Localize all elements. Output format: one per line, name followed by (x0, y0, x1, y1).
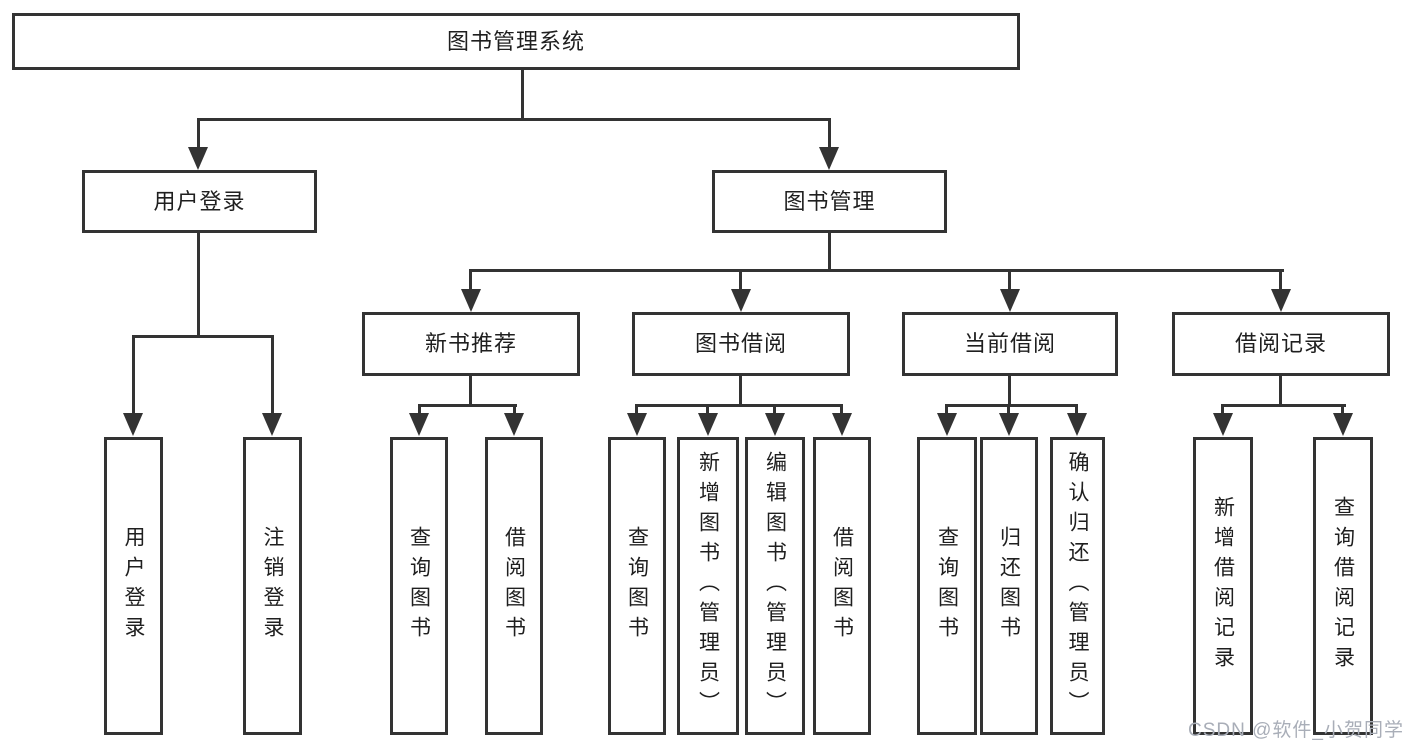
connector-arrow (698, 413, 718, 436)
connector-line (271, 335, 274, 416)
connector-arrow (937, 413, 957, 436)
leaf-add-books-admin: 新增图书（管理员） (677, 437, 739, 735)
connector-arrow (1067, 413, 1087, 436)
node-label: 用户登录 (153, 188, 246, 214)
connector-line (132, 335, 135, 416)
connector-line (513, 404, 516, 417)
connector-line (197, 118, 200, 150)
watermark: CSDN @软件_小贺同学 (1188, 720, 1404, 741)
connector-arrow (819, 147, 839, 170)
connector-line (773, 404, 776, 417)
connector-arrow (627, 413, 647, 436)
node-library-management-system: 图书管理系统 (12, 13, 1020, 70)
connector-arrow (504, 413, 524, 436)
connector-line (1008, 269, 1011, 294)
node-current-borrowing: 当前借阅 (902, 312, 1118, 376)
connector-line (197, 233, 200, 336)
connector-line (1341, 404, 1344, 417)
leaf-label: 查询图书 (625, 526, 649, 646)
connector-line (945, 404, 1078, 407)
connector-arrow (409, 413, 429, 436)
connector-line (840, 404, 843, 417)
connector-arrow (262, 413, 282, 436)
connector-line (1008, 376, 1011, 406)
connector-line (1221, 404, 1346, 407)
leaf-label: 注销登录 (261, 526, 284, 646)
leaf-label: 归还图书 (997, 526, 1021, 646)
leaf-borrow-books: 借阅图书 (813, 437, 871, 735)
node-borrowing-records: 借阅记录 (1172, 312, 1390, 376)
connector-line (635, 404, 638, 417)
leaf-label: 新增借阅记录 (1211, 496, 1235, 676)
leaf-label: 借阅图书 (502, 526, 526, 646)
leaf-borrow-books: 借阅图书 (485, 437, 543, 735)
connector-arrow (123, 413, 143, 436)
leaf-add-borrow-record: 新增借阅记录 (1193, 437, 1253, 735)
leaf-label: 借阅图书 (830, 526, 854, 646)
connector-arrow (1000, 289, 1020, 312)
node-label: 新书推荐 (424, 331, 517, 356)
node-label: 图书借阅 (694, 331, 787, 356)
connector-line (706, 404, 709, 417)
connector-line (828, 118, 831, 150)
connector-arrow (1271, 289, 1291, 312)
connector-arrow (1213, 413, 1233, 436)
leaf-edit-books-admin: 编辑图书（管理员） (745, 437, 805, 735)
leaf-label: 用户登录 (122, 526, 145, 646)
connector-line (1221, 404, 1224, 417)
connector-arrow (188, 147, 208, 170)
leaf-label: 查询图书 (935, 526, 959, 646)
connector-line (739, 269, 742, 294)
connector-arrow (731, 289, 751, 312)
node-new-book-recommendation: 新书推荐 (362, 312, 580, 376)
leaf-label: 新增图书（管理员） (696, 451, 720, 721)
connector-line (1279, 269, 1282, 294)
node-label: 当前借阅 (963, 331, 1056, 356)
leaf-query-books: 查询图书 (608, 437, 666, 735)
leaf-label: 查询借阅记录 (1331, 496, 1355, 676)
node-user-login-branch: 用户登录 (82, 170, 317, 233)
leaf-user-login: 用户登录 (104, 437, 163, 735)
leaf-query-books: 查询图书 (390, 437, 448, 735)
connector-line (469, 376, 472, 406)
connector-line (1075, 404, 1078, 417)
leaf-label: 编辑图书（管理员） (763, 451, 787, 721)
node-label: 借阅记录 (1234, 331, 1327, 356)
connector-line (1007, 404, 1010, 417)
node-label: 图书管理 (783, 188, 876, 214)
connector-line (132, 335, 274, 338)
connector-line (418, 404, 421, 417)
leaf-return-books: 归还图书 (980, 437, 1038, 735)
connector-arrow (461, 289, 481, 312)
connector-line (469, 269, 1284, 272)
node-book-management: 图书管理 (712, 170, 947, 233)
connector-line (828, 233, 831, 270)
connector-arrow (765, 413, 785, 436)
connector-line (1279, 376, 1282, 406)
leaf-query-borrow-record: 查询借阅记录 (1313, 437, 1373, 735)
connector-line (521, 70, 524, 119)
node-book-borrowing: 图书借阅 (632, 312, 850, 376)
connector-line (469, 269, 472, 294)
connector-line (945, 404, 948, 417)
leaf-logout-login: 注销登录 (243, 437, 302, 735)
leaf-label: 确认归还（管理员） (1066, 451, 1089, 721)
leaf-confirm-return-admin: 确认归还（管理员） (1050, 437, 1105, 735)
connector-line (197, 118, 831, 121)
node-label: 图书管理系统 (446, 28, 585, 54)
connector-arrow (832, 413, 852, 436)
connector-arrow (1333, 413, 1353, 436)
connector-arrow (999, 413, 1019, 436)
leaf-label: 查询图书 (407, 526, 431, 646)
connector-line (739, 376, 742, 406)
connector-line (635, 404, 843, 407)
connector-line (418, 404, 517, 407)
leaf-query-books: 查询图书 (917, 437, 977, 735)
